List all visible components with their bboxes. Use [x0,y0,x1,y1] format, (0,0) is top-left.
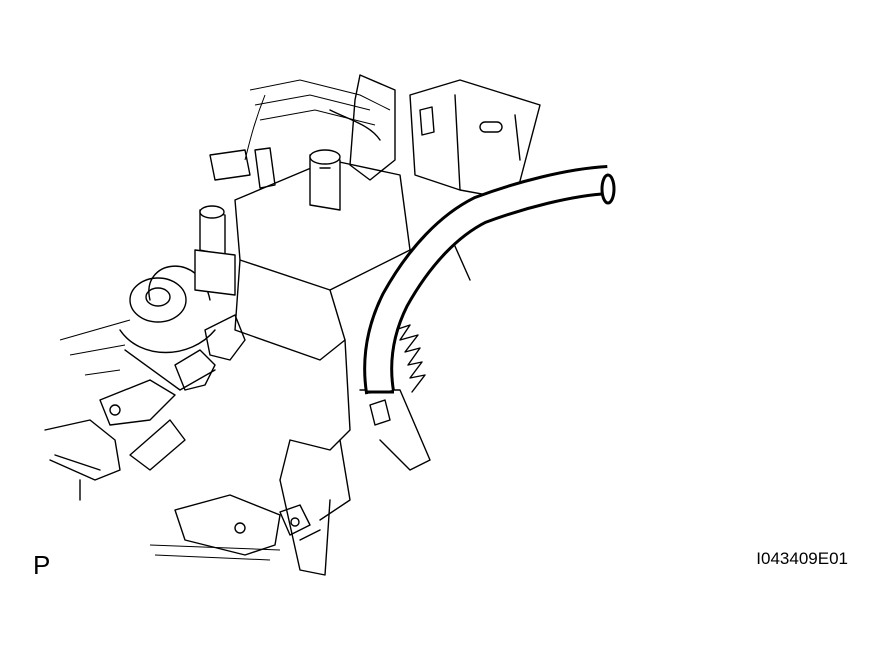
figure-id: I043409E01 [756,549,848,568]
left-housing [44,265,246,501]
lower-mount [149,389,431,561]
filler-necks [194,147,341,296]
toothed-edge [394,324,426,393]
view-label: P [33,550,51,580]
radiator-hose [363,165,616,395]
radiator-block [234,74,411,576]
